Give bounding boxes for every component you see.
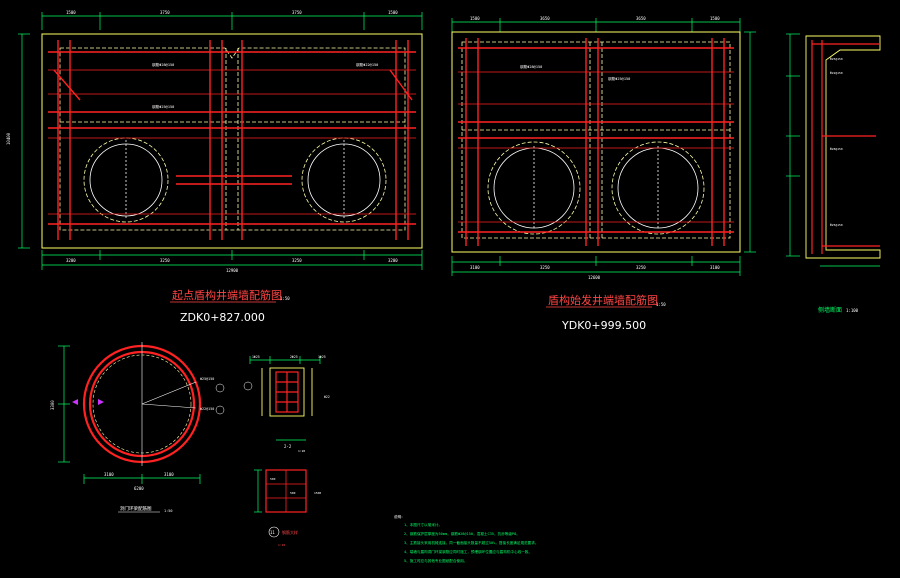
dim2-bottom-2: 3250 bbox=[540, 265, 550, 270]
dim-bottom-4: 3200 bbox=[388, 258, 398, 263]
rebar-label-1: 钢筋Φ28@150 bbox=[152, 62, 174, 67]
ring-dim-right: 3100 bbox=[164, 472, 174, 477]
ring-dim-left: 3100 bbox=[104, 472, 114, 477]
rebar-label-2: 钢筋Φ25@150 bbox=[152, 104, 174, 109]
drawing-portal-ring-beam: 6200 3100 3100 3300 Φ25@150 Φ22@150 洞门环梁… bbox=[50, 342, 225, 513]
drawing-launch-shaft-endwall: 1500 3650 3650 1500 3100 3250 3250 3100 … bbox=[451, 16, 756, 332]
dim-top-3: 3750 bbox=[292, 10, 302, 15]
svg-text:Φ25@150: Φ25@150 bbox=[830, 57, 843, 61]
dim-top-2: 3750 bbox=[160, 10, 170, 15]
drawing2-title: 盾构始发井端墙配筋图 bbox=[548, 293, 658, 307]
dim2-top-1: 1500 bbox=[470, 16, 480, 21]
dim-total: 12900 bbox=[226, 268, 239, 273]
svg-text:1Φ25: 1Φ25 bbox=[252, 355, 260, 359]
svg-text:Φ25@150: Φ25@150 bbox=[200, 377, 214, 381]
drawing3-scale: 1:100 bbox=[846, 308, 859, 313]
drawing4-scale: 1:50 bbox=[164, 509, 172, 513]
note-3: 3、主筋接头采用机械连接，同一截面接头数量不超过50%，搭接长度满足规范要求。 bbox=[404, 540, 538, 545]
svg-text:500: 500 bbox=[270, 477, 276, 481]
dim2-bottom-4: 3100 bbox=[710, 265, 720, 270]
ring-dim-vert: 3300 bbox=[50, 400, 55, 410]
svg-text:2Φ25: 2Φ25 bbox=[290, 355, 298, 359]
drawing2-scale: 1:50 bbox=[656, 302, 666, 307]
rebar-label-3: 钢筋Φ22@150 bbox=[356, 62, 378, 67]
drawing4-title: 洞门环梁配筋图 bbox=[120, 505, 152, 512]
drawing1-scale: 1:50 bbox=[280, 296, 290, 301]
drawing5-scale: 1:20 bbox=[298, 449, 305, 453]
drawing-rebar-detail: 500 500 1500 11 钢筋大样 1:20 bbox=[254, 469, 321, 547]
drawing1-title: 起点盾构井端墙配筋图 bbox=[172, 288, 282, 302]
dim-top-4: 1500 bbox=[388, 10, 398, 15]
svg-text:Φ22@150: Φ22@150 bbox=[830, 71, 843, 75]
drawing6-scale: 1:20 bbox=[278, 543, 285, 547]
dim2-bottom-3: 3250 bbox=[636, 265, 646, 270]
design-notes: 说明： 1、本图尺寸以毫米计。 2、钢筋保护层厚度为50mm，钢筋Φ28@150… bbox=[394, 514, 538, 563]
ring-dim-total: 6200 bbox=[134, 486, 144, 491]
drawing6-label: 11 bbox=[270, 530, 275, 535]
drawing-start-shaft-endwall: 1500 3750 3750 1500 3200 3250 3250 3200 … bbox=[6, 10, 423, 324]
dim-top-1: 1500 bbox=[66, 10, 76, 15]
note-2: 2、钢筋保护层厚度为50mm，钢筋Φ28@150，混凝土C35，抗渗等级P8。 bbox=[404, 531, 520, 536]
note-5: 5、施工时应与其他专业图纸配合使用。 bbox=[404, 558, 467, 563]
note-4: 4、端墙与盾构洞门环梁钢筋应同时施工，预埋钢环位置应与盾构机中心线一致。 bbox=[404, 549, 532, 554]
dim2-total: 12600 bbox=[588, 275, 601, 280]
drawing3-title: 侧墙断面 bbox=[818, 306, 842, 314]
note-1: 1、本图尺寸以毫米计。 bbox=[404, 522, 442, 527]
svg-text:Φ22: Φ22 bbox=[324, 395, 330, 399]
svg-text:500: 500 bbox=[290, 491, 296, 495]
dim2-bottom-1: 3100 bbox=[470, 265, 480, 270]
dim-bottom-1: 3200 bbox=[66, 258, 76, 263]
svg-text:1Φ25: 1Φ25 bbox=[318, 355, 326, 359]
rebar2-label-2: 钢筋Φ25@150 bbox=[608, 76, 630, 81]
dim2-top-2: 3650 bbox=[540, 16, 550, 21]
drawing-side-wall-section: Φ25@150 Φ22@150 Φ28@150 Φ25@150 侧墙断面 1:1… bbox=[786, 33, 881, 314]
dim2-top-3: 3650 bbox=[636, 16, 646, 21]
dim-bottom-3: 3250 bbox=[292, 258, 302, 263]
dim-bottom-2: 3250 bbox=[160, 258, 170, 263]
notes-header: 说明： bbox=[394, 514, 405, 519]
dim-left: 10400 bbox=[6, 132, 11, 145]
dim2-top-4: 1500 bbox=[710, 16, 720, 21]
drawing1-station: ZDK0+827.000 bbox=[180, 311, 265, 324]
drawing5-label: 2-2 bbox=[284, 444, 292, 449]
svg-text:Φ22@150: Φ22@150 bbox=[200, 407, 214, 411]
svg-text:1500: 1500 bbox=[314, 491, 321, 495]
drawing-section-2-2: 1Φ25 2Φ25 1Φ25 Φ22 2-2 1:20 bbox=[243, 355, 330, 453]
rebar2-label-1: 钢筋Φ28@150 bbox=[520, 64, 542, 69]
svg-text:Φ25@150: Φ25@150 bbox=[830, 223, 843, 227]
drawing2-station: YDK0+999.500 bbox=[561, 319, 646, 332]
svg-text:Φ28@150: Φ28@150 bbox=[830, 147, 843, 151]
drawing6-title: 钢筋大样 bbox=[282, 529, 298, 535]
